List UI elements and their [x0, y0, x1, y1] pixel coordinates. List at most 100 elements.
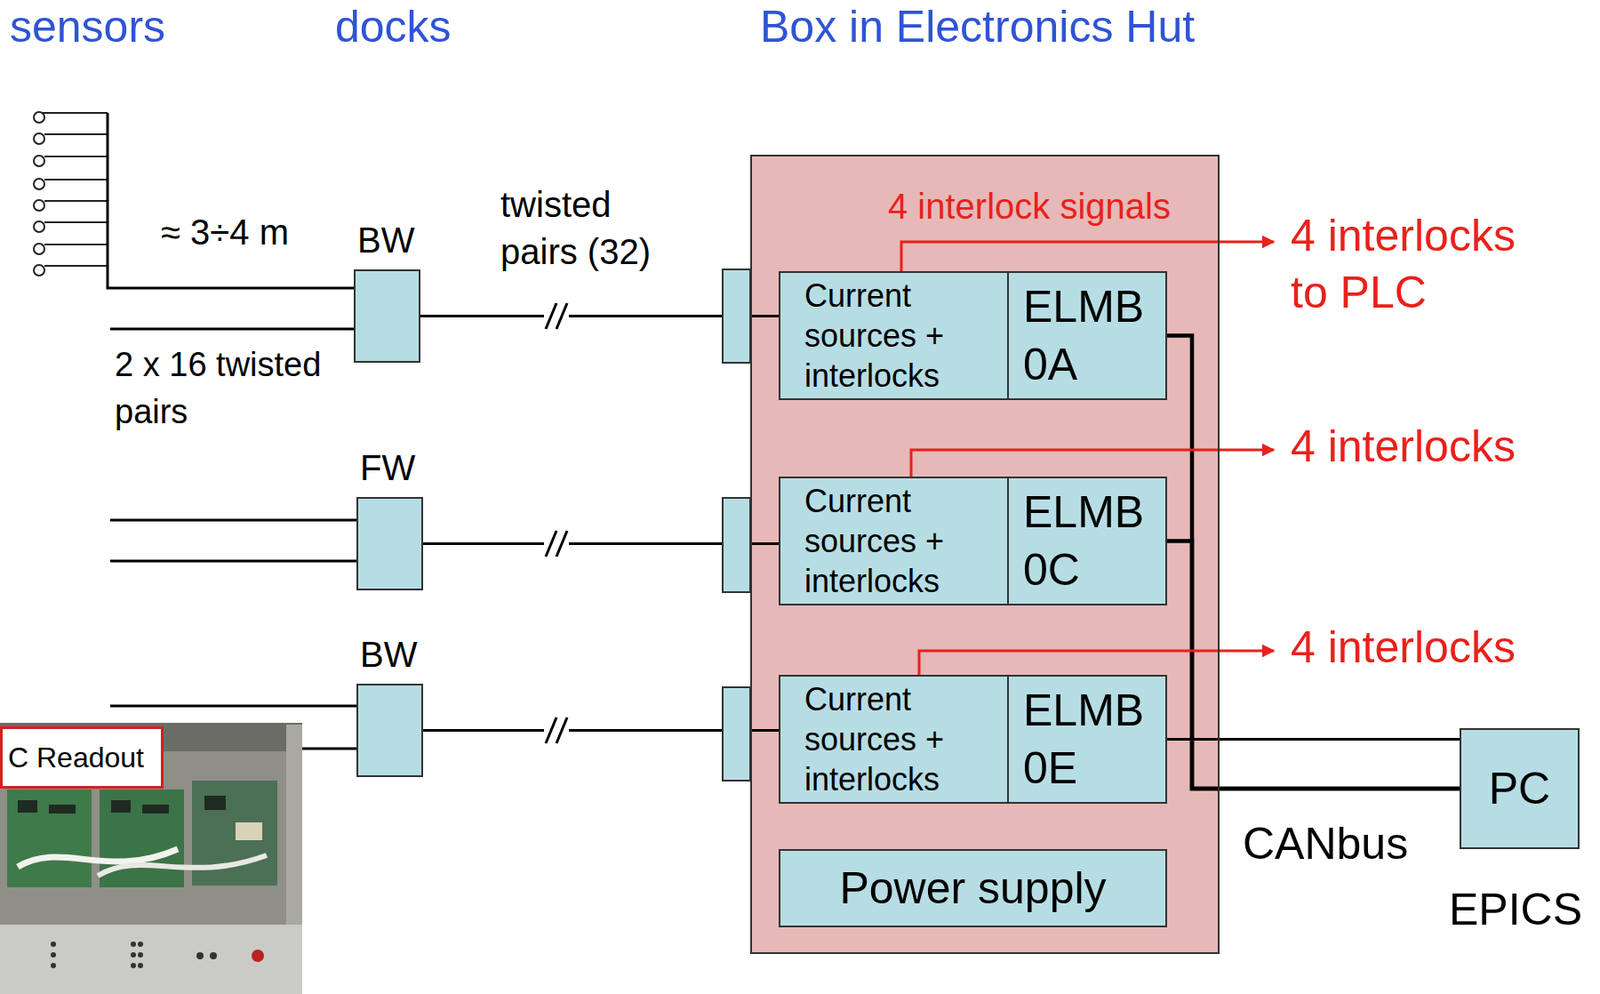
- readout-photo: [130, 952, 136, 958]
- annotation-label: CANbus: [1242, 818, 1408, 871]
- readout-photo: [130, 941, 136, 947]
- readout-photo: [251, 949, 264, 962]
- sensor-symbol: [33, 243, 45, 255]
- readout-photo: [204, 795, 226, 810]
- annotation-label: 4 interlock signals: [888, 185, 1171, 227]
- connector-plug: [722, 497, 751, 592]
- readout-photo: [137, 962, 144, 968]
- annotation-label: EPICS: [1448, 884, 1583, 936]
- sensor-symbol: [44, 200, 108, 202]
- cable-break-symbol: [544, 529, 569, 559]
- cable-break-symbol: [545, 303, 557, 329]
- readout-photo: [48, 804, 76, 814]
- readout-photo: [0, 924, 303, 994]
- elmb-box: ELMB 0E: [1007, 674, 1168, 804]
- cable-break-symbol: [544, 302, 569, 331]
- annotation-label: docks: [335, 1, 452, 54]
- readout-photo: [0, 722, 303, 994]
- readout-photo: [50, 941, 217, 968]
- electronics-box: Box in Electronics HutCurrent sources + …: [750, 154, 1220, 954]
- dock-box: FW: [356, 496, 424, 591]
- cable-connector: [1167, 737, 1460, 741]
- readout-photo: [97, 855, 267, 876]
- node-text: Current sources + interlocks: [804, 275, 996, 396]
- sensor-symbol: [33, 178, 45, 190]
- sensor-symbol: [33, 112, 45, 123]
- elmb-box: ELMB 0A: [1007, 271, 1168, 400]
- cable-wire: [107, 112, 354, 288]
- node-text: FW: [360, 447, 416, 488]
- connector-plug: [722, 269, 751, 363]
- sensor-symbol: [33, 133, 45, 144]
- cable-break-symbol: [556, 530, 568, 557]
- readout-photo: [209, 952, 217, 960]
- cable-break-symbol: [556, 303, 568, 329]
- current-source-box: Current sources + interlocks: [778, 476, 1009, 606]
- annotation-label: sensors: [9, 1, 166, 54]
- cable-break-symbol: [544, 302, 569, 745]
- cable-wire: [107, 112, 357, 749]
- sensor-symbol: [44, 243, 108, 246]
- node-text: ELMB 0A: [1023, 278, 1157, 394]
- annotation-label: twisted pairs (32): [500, 181, 670, 276]
- sensor-symbol: [44, 264, 108, 267]
- current-source-box: Current sources + interlocks: [778, 271, 1009, 400]
- node-text: BW: [357, 219, 415, 261]
- annotation-label: 2 x 16 twisted pairs: [114, 341, 364, 436]
- readout-photo: [137, 941, 144, 947]
- annotation-label: 4 interlocks: [1290, 622, 1516, 674]
- annotation-label: 4 interlocks to PLC: [1290, 207, 1540, 321]
- sensor-symbol: [33, 221, 45, 232]
- readout-photo: [0, 722, 303, 994]
- cable-break-symbol: [545, 303, 568, 744]
- annotation-label: 4 interlocks: [1290, 421, 1516, 473]
- cable-wire: [110, 704, 357, 708]
- interlock-arrow: [919, 650, 1274, 675]
- readout-photo: [196, 952, 204, 960]
- readout-photo: [137, 952, 144, 958]
- sensor-symbol: [44, 178, 108, 181]
- dock-box: BW: [356, 683, 424, 777]
- cable-break-symbol: [545, 717, 557, 744]
- pc-box: PC: [1459, 728, 1580, 849]
- connector-plug: [722, 687, 751, 781]
- cable-wire: [110, 328, 354, 331]
- annotation-label: ≈ 3÷4 m: [160, 211, 289, 253]
- node-text: Current sources + interlocks: [804, 480, 996, 601]
- readout-photo: [111, 800, 131, 813]
- sensor-symbol: [44, 155, 108, 158]
- power-supply-box: Power supply: [778, 848, 1168, 928]
- hut-fill: [750, 154, 1220, 954]
- sensor-symbol: [33, 155, 45, 167]
- readout-photo: [17, 800, 38, 813]
- readout-photo: [235, 822, 263, 840]
- node-text: Box in Electronics Hut: [760, 1, 1195, 54]
- node-text: PC: [1488, 761, 1551, 816]
- cable-break-symbol: [545, 530, 557, 557]
- sensor-symbol: [33, 200, 45, 211]
- readout-photo: [130, 962, 136, 968]
- sensor-symbol: [44, 133, 108, 136]
- readout-photo: [50, 952, 56, 958]
- dock-box: BW: [353, 269, 421, 363]
- node-text: Current sources + interlocks: [804, 679, 996, 800]
- cable-break-symbol: [544, 716, 569, 745]
- elmb-box: ELMB 0C: [1007, 476, 1168, 606]
- cable-connector: [1167, 336, 1460, 790]
- readout-photo: [50, 941, 56, 947]
- node-text: BW: [360, 633, 417, 675]
- readout-photo: [50, 962, 56, 968]
- connector-plug: [722, 269, 751, 781]
- cable-break-symbol: [556, 717, 568, 744]
- sensor-symbol: [44, 221, 108, 224]
- node-text: Power supply: [839, 861, 1106, 915]
- cable-wire: [110, 519, 357, 522]
- sensor-symbol: [33, 112, 108, 276]
- sensor-symbol: [33, 264, 45, 276]
- node-text: C Readout: [8, 740, 144, 775]
- current-source-box: Current sources + interlocks: [778, 674, 1009, 804]
- readout-photo: [142, 804, 169, 814]
- cable-wire: [110, 560, 357, 563]
- node-text: ELMB 0C: [1023, 483, 1157, 600]
